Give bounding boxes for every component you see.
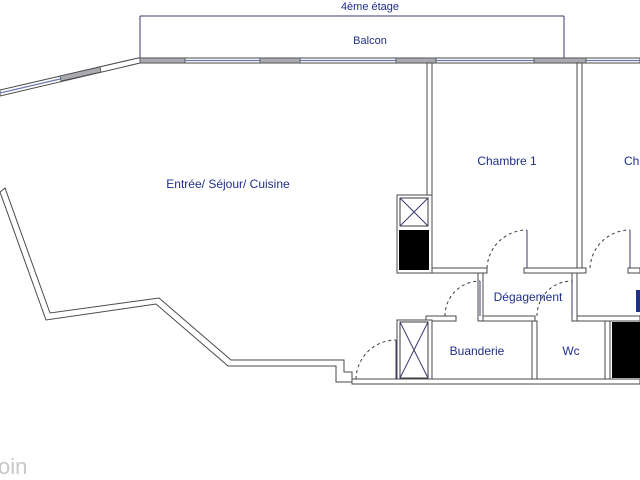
interior-walls — [351, 62, 640, 385]
watermark: oin — [0, 454, 27, 479]
room-label-buanderie: Buanderie — [450, 344, 505, 358]
room-label-balcon: Balcon — [353, 35, 387, 47]
top-facade-wall — [0, 57, 640, 97]
room-label-wc: Wc — [562, 344, 579, 358]
balcony-outline — [139, 15, 565, 58]
floor-label: 4ème étage — [341, 1, 399, 13]
left-facade-wall — [0, 187, 353, 383]
room-label-degagement: Dégagement — [494, 290, 563, 304]
door-swings — [355, 229, 631, 380]
room-label-chambre2: Ch — [624, 154, 639, 168]
room-label-chambre1: Chambre 1 — [477, 154, 537, 168]
room-label-sejour: Entrée/ Séjour/ Cuisine — [166, 177, 290, 191]
ducts — [399, 197, 640, 379]
